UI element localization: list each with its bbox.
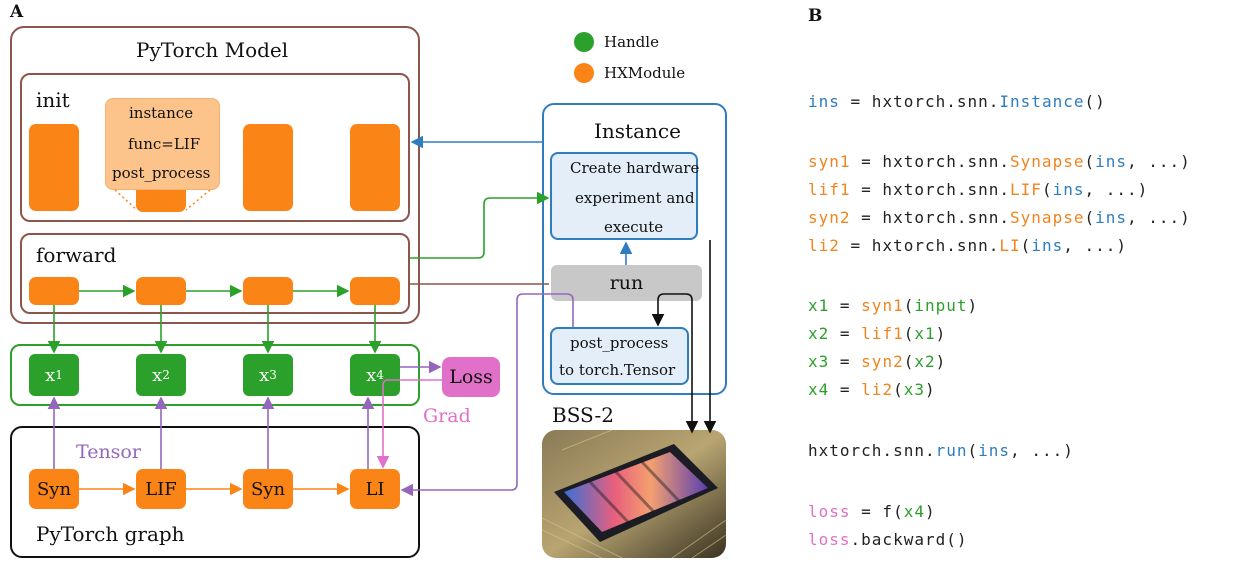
legend-hxmodule-label: HXModule — [604, 64, 686, 82]
run-box: run — [551, 265, 702, 301]
pytorch-graph-title: PyTorch graph — [36, 522, 185, 546]
bss2-chip-image — [542, 430, 726, 558]
code-line-x1: x1 = syn1(input) — [808, 296, 979, 315]
callout-func: func=LIF — [128, 135, 201, 153]
legend-handle-dot — [574, 32, 594, 52]
code-line-lif1: lif1 = hxtorch.snn.LIF(ins, ...) — [808, 180, 1149, 199]
code-line-x3: x3 = syn2(x2) — [808, 352, 947, 371]
hxmodule-forward-1 — [29, 277, 79, 305]
create-line-3: execute — [604, 218, 664, 236]
code-line-backward: loss.backward() — [808, 530, 968, 549]
init-callout — [105, 98, 220, 190]
callout-instance: instance — [129, 104, 194, 122]
callout-post-process: post_process — [112, 164, 211, 182]
create-line-1: Create hardware — [570, 159, 700, 177]
code-line-run: hxtorch.snn.run(ins, ...) — [808, 441, 1074, 460]
graph-node-li: LI — [350, 469, 400, 509]
hxmodule-forward-3 — [243, 277, 293, 305]
hxmodule-init-4 — [350, 124, 400, 211]
forward-box — [20, 233, 410, 314]
hxmodule-init-1 — [29, 124, 79, 211]
create-experiment-box — [550, 152, 698, 240]
pytorch-model-box — [10, 26, 420, 324]
legend-handle-label: Handle — [604, 33, 659, 51]
post-line-2: to torch.Tensor — [559, 361, 676, 379]
init-label: init — [36, 88, 70, 112]
forward-label: forward — [36, 243, 117, 267]
graph-node-syn2: Syn — [243, 469, 293, 509]
post-line-1: post_process — [570, 334, 669, 352]
hxmodule-init-3 — [243, 124, 293, 211]
pytorch-graph-box — [10, 426, 420, 558]
code-line-ins: ins = hxtorch.snn.Instance() — [808, 92, 1106, 111]
code-line-syn1: syn1 = hxtorch.snn.Synapse(ins, ...) — [808, 152, 1191, 171]
pytorch-model-title: PyTorch Model — [136, 38, 289, 62]
code-line-li2: li2 = hxtorch.snn.LI(ins, ...) — [808, 236, 1128, 255]
grad-label: Grad — [423, 405, 471, 427]
code-line-loss: loss = f(x4) — [808, 502, 936, 521]
code-line-x4: x4 = li2(x3) — [808, 380, 936, 399]
graph-node-syn1: Syn — [29, 469, 79, 509]
chip-label: BSS-2 — [552, 403, 614, 427]
panel-b-label: B — [808, 6, 823, 26]
graph-node-lif: LIF — [136, 469, 186, 509]
hxmodule-forward-4 — [350, 277, 400, 305]
panel-a-label: A — [10, 2, 24, 22]
instance-title: Instance — [594, 119, 681, 143]
create-line-2: experiment and — [575, 189, 695, 207]
init-box — [20, 73, 410, 222]
tensor-label: Tensor — [76, 441, 141, 463]
loss-box: Loss — [442, 357, 500, 397]
legend-hxmodule-dot — [574, 63, 594, 83]
code-line-syn2: syn2 = hxtorch.snn.Synapse(ins, ...) — [808, 208, 1191, 227]
hxmodule-forward-2 — [136, 277, 186, 305]
code-line-x2: x2 = lif1(x1) — [808, 324, 947, 343]
